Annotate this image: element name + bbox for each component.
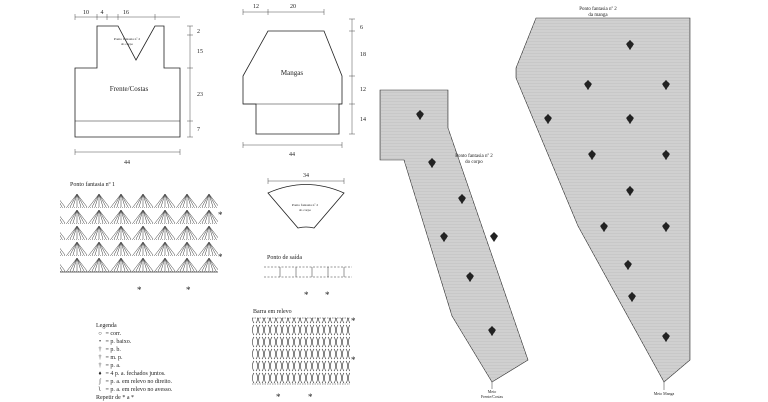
dim-side-3: 23 [197,92,203,98]
legend-item: † = p. a. [96,362,172,370]
repeat-star-4: * [186,285,191,295]
dim-top-3: 16 [123,10,129,16]
dim-bottom: 44 [124,160,130,166]
legend-symbol: • [98,339,102,345]
relief-star-4: * [308,392,313,402]
legend: Legenda ○ = corr. • = p. baixo. † = p. b… [96,322,172,402]
exit-star-1: * [304,290,309,300]
sleeve-dim-side-3: 12 [360,87,366,93]
body-chart-title-1: Ponto fantasia nº 2 [455,153,493,159]
collar-inner-label-2: do corpo [299,208,312,212]
legend-text: = p. a. em relevo no avesso. [105,387,173,393]
relief-bar-title: Barra em relevo [253,309,292,315]
front-back-label: Frente/Costas [110,85,149,93]
legend-item: ʃ = p. a. em relevo no direito. [96,378,172,386]
legend-text: = 4 p. a. fechados juntos. [105,371,166,377]
stitch-exit-chart: Ponto de saída * * [264,255,352,300]
dim-side-1: 2 [197,29,200,35]
dim-top-1: 10 [83,10,89,16]
sleeve-stitch-chart: Ponto fantasia nº 2 da manga Meio Manga [515,6,691,396]
legend-text: = p. a. em relevo no direito. [105,379,173,385]
legend-symbol: † [98,355,102,361]
relief-star-2: * [351,355,356,365]
repeat-star-1: * [218,210,223,220]
sleeve-chart-title-2: da manga [588,13,608,18]
body-chart-title-2: do corpo [465,160,483,165]
front-back-schematic: 10 4 16 2 15 23 7 44 Frente/Costas Ponto… [74,10,203,166]
sleeve-schematic: 12 20 6 18 12 14 44 Mangas [242,4,366,158]
sleeve-chart-bottom: Meio Manga [654,391,675,396]
collar-inner-label-1: Ponto fantasia nº 2 [292,203,319,207]
front-back-inner-label-1: Ponto fantasia nº 2 [114,37,141,41]
legend-symbol: ʃ [99,379,101,385]
legend-item: † = m. p. [96,354,172,362]
sleeve-dim-top-2: 20 [290,4,296,10]
legend-repeat: Repetir de * a * [96,395,134,401]
relief-star-1: * [351,316,356,326]
legend-item: ○ = corr. [96,330,172,338]
legend-text: = p. baixo. [105,339,132,345]
legend-symbol: † [98,347,102,353]
dim-side-4: 7 [197,127,200,133]
legend-symbol: ○ [98,331,102,337]
collar-schematic: 34 Ponto fantasia nº 2 do corpo [267,173,345,229]
legend-text: = p. b. [105,347,121,353]
stitch-exit-title: Ponto de saída [267,255,302,261]
body-chart-bottom-1: Meio [488,389,496,394]
legend-symbol: ʅ [98,387,102,393]
body-chart-bottom-2: Frente/Costas [481,394,503,399]
repeat-star-2: * [218,252,223,262]
relief-bar-chart: Barra em relevo * * * * [252,309,356,402]
legend-item: • = p. baixo. [96,338,172,346]
exit-star-2: * [325,290,330,300]
collar-dim-top: 34 [303,173,309,179]
sleeves-label: Mangas [281,69,303,77]
legend-text: = p. a. [105,363,121,369]
legend-text: = corr. [105,331,122,337]
legend-text: = m. p. [105,355,123,361]
sleeve-dim-bottom: 44 [289,152,295,158]
stitch-1-title: Ponto fantasia nº 1 [70,181,115,188]
legend-symbol: ♦ [98,371,102,377]
sleeve-chart-title-1: Ponto fantasia nº 2 [579,6,617,12]
sleeve-dim-side-2: 18 [360,52,366,58]
legend-title: Legenda [96,323,117,329]
legend-item: ♦ = 4 p. a. fechados juntos. [96,370,172,378]
sleeve-dim-top-1: 12 [253,4,259,10]
front-back-inner-label-2: do corpo [121,42,134,46]
legend-item: ʅ = p. a. em relevo no avesso. [96,386,173,394]
body-stitch-chart: Ponto fantasia nº 2 do corpo Meio Frente… [379,89,529,399]
legend-symbol: † [98,363,102,369]
dim-top-2: 4 [101,10,104,16]
sleeve-dim-side-1: 6 [360,25,363,31]
legend-item: † = p. b. [96,346,172,354]
stitch-1-chart: Ponto fantasia nº 1 * * * * [60,181,223,295]
sleeve-dim-side-4: 14 [360,117,366,123]
repeat-star-3: * [137,285,142,295]
relief-star-3: * [276,392,281,402]
dim-side-2: 15 [197,49,203,55]
